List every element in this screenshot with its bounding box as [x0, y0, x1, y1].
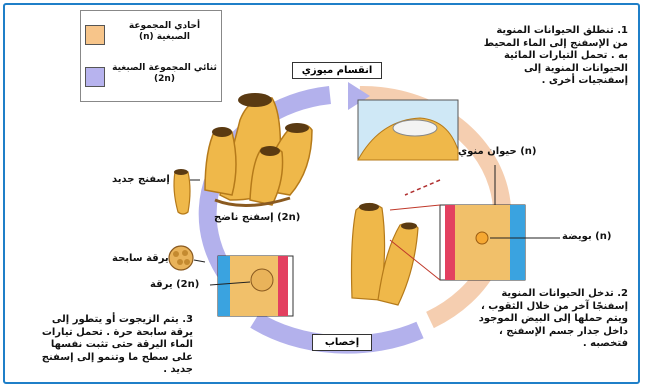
legend-swatch-haploid [85, 25, 105, 45]
egg-label: بويضة (n) [562, 231, 611, 242]
legend: أحادي المجموعة الصبغية (n) ثنائي المجموع… [80, 10, 222, 102]
sperm-label: حيوان منوي (n) [458, 146, 536, 157]
step-2-text: 2. تدخل الحيوانات المنوية إسفنجًا آخر من… [478, 288, 628, 351]
legend-label-haploid: أحادي المجموعة الصبغية (n) [112, 21, 217, 44]
sperm-release-drawing [358, 100, 458, 160]
step-3-text: 3. يتم الزيجوت أو يتطور إلى يرقة سابحة ح… [28, 314, 193, 377]
step-1-text: 1. تنطلق الحيوانات المنوية من الإسفنج إل… [478, 25, 628, 88]
adult-sponge-label: إسفنج ناضج (2n) [214, 212, 300, 223]
legend-swatch-diploid [85, 67, 105, 87]
legend-item-diploid: ثنائي المجموعة الصبغية (2n) [85, 59, 217, 97]
swimming-larva-label: يرقة سابحة [112, 253, 169, 264]
stage-meiosis-box: انقسام ميوزي [292, 62, 382, 79]
new-sponge-label: إسفنج جديد [112, 174, 170, 185]
larva-cross-section-drawing [218, 256, 293, 316]
legend-label-diploid: ثنائي المجموعة الصبغية (2n) [112, 63, 217, 86]
swimming-larva-drawing [169, 246, 193, 270]
new-sponge-drawing [174, 169, 190, 214]
larva-label: يرقة (2n) [150, 279, 199, 290]
legend-item-haploid: أحادي المجموعة الصبغية (n) [85, 17, 217, 55]
stage-fertilization-box: إخصاب [312, 334, 372, 351]
